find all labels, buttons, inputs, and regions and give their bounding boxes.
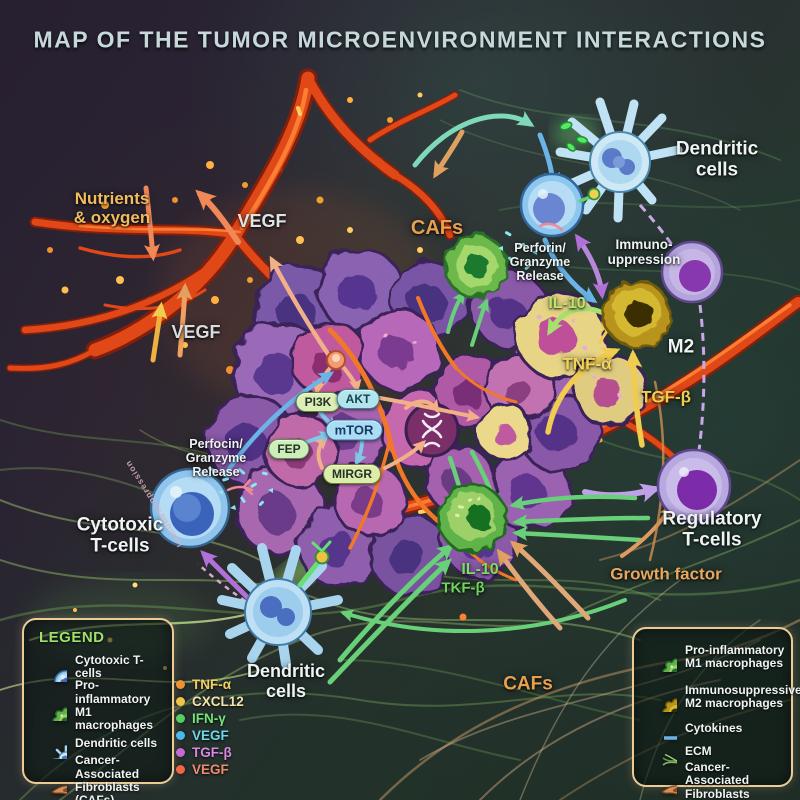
inhibition-dashed-lines	[197, 204, 706, 614]
color-key-item: VEGF	[176, 727, 244, 743]
regulatory-tcell-upper	[660, 240, 724, 304]
label-nutrients-oxygen: Nutrients & oxygen	[73, 188, 151, 227]
legend-box-left: LEGEND Cytotoxic T-cells Pro-inflammator…	[22, 618, 174, 800]
pathway-node-fep: FEP	[268, 439, 310, 459]
ifn-gamma-dot-icon	[176, 713, 185, 723]
legend-item: Pro-inflammatory M1 macrophages	[634, 637, 791, 677]
pathway-origin-node-core	[332, 354, 340, 362]
perforin-granule-particles	[208, 231, 537, 510]
legend-item: Cytotoxic T-cells	[24, 648, 172, 686]
dendritic-cell-icon	[35, 729, 67, 759]
tcell-upper	[519, 172, 601, 238]
pathway-node-pi3k: PI3K	[295, 392, 341, 412]
dendritic-cell-top	[555, 97, 683, 223]
color-key-item: TNF-α	[176, 676, 244, 692]
label-vegf-upper: VEGF	[237, 210, 287, 231]
color-key-item: TGF-β	[176, 744, 244, 760]
label-perforin-granzyme-upper: Perforin/ Granzyme Release	[509, 241, 571, 283]
label-tgf-beta: TGF-β	[640, 387, 692, 407]
m2-macrophage	[602, 279, 672, 349]
tnf-alpha-dot-icon	[176, 679, 185, 689]
label-cafs-lower: CAFs	[503, 673, 553, 695]
antigen-particles	[559, 121, 589, 152]
m1-macrophage-bottom	[436, 482, 508, 554]
label-regulatory-tcells: Regulatory T-cells	[662, 508, 762, 551]
cxcl12-dot-icon	[176, 696, 185, 706]
legend-item: Cytokines	[634, 717, 791, 741]
m1-macrophage-icon	[35, 691, 67, 721]
label-vegf-lower: VEGF	[171, 321, 221, 342]
vegf-blue-dot-icon	[176, 730, 185, 740]
m1-macrophage-top	[443, 233, 509, 299]
m2-macrophage-icon	[645, 682, 677, 712]
ecm-icon	[645, 737, 677, 767]
label-cafs-upper: CAFs	[410, 216, 464, 239]
pathway-node-akt: AKT	[336, 389, 380, 409]
cytotoxic-tcell-icon	[35, 652, 67, 682]
regulatory-tcell-lower	[656, 448, 732, 524]
label-perforin-granzyme-left: Perfocin/ Granzyme Release	[185, 437, 247, 479]
caf-icon	[645, 766, 677, 796]
label-tkf-beta: TKF-β	[441, 579, 485, 597]
cytokine-color-key: TNF-α CXCL12 IFN-γ VEGF TGF-β VEGF	[176, 676, 244, 778]
label-immunosuppression-upper: Immuno- uppression	[607, 236, 681, 267]
color-key-item: IFN-γ	[176, 710, 244, 726]
label-dendritic-lower: Dendritic cells	[246, 660, 326, 701]
legend-item: Cancer-Associated Fibroblasts (CAFs)	[24, 753, 172, 800]
legend-title: LEGEND	[39, 629, 105, 646]
legend-box-right: Pro-inflammatory M1 macrophages Immunosu…	[632, 627, 800, 800]
legend-item: Cancer-Associated Fibroblasts	[634, 760, 791, 800]
label-m2: M2	[667, 336, 695, 358]
legend-item: ECM	[634, 741, 791, 763]
pathway-node-mtor: mTOR	[325, 419, 383, 441]
legend-item: Immunosuppressive M2 macrophages	[634, 677, 800, 717]
caf-icon	[35, 766, 67, 796]
label-dendritic-upper: Dendritic cells	[675, 138, 759, 181]
vegf-red-dot-icon	[176, 764, 185, 774]
cytotoxic-tcell	[149, 467, 231, 549]
label-tnf-alpha: TNF-α	[562, 354, 612, 374]
dendritic-cell-bottom	[217, 540, 343, 669]
tgf-beta-dot-icon	[176, 747, 185, 757]
label-il10-upper: IL-10	[548, 295, 586, 313]
pathway-node-mirgr: MIRGR	[323, 464, 381, 484]
label-growth-factor: Growth factor	[610, 564, 722, 584]
tcr-receptor-lines	[226, 222, 564, 496]
page-title: MAP OF THE TUMOR MICROENVIRONMENT INTERA…	[33, 26, 767, 53]
m1-macrophage-icon	[645, 642, 677, 672]
label-cytotoxic-tcells: Cytotoxic T-cells	[76, 514, 164, 557]
color-key-item: CXCL12	[176, 693, 244, 709]
color-key-item: VEGF	[176, 761, 244, 777]
legend-item: Pro-inflammatory M1 macrophages	[24, 678, 172, 732]
legend-item: Dendritic cells	[24, 726, 172, 762]
label-il10-lower: IL-10	[461, 561, 499, 579]
